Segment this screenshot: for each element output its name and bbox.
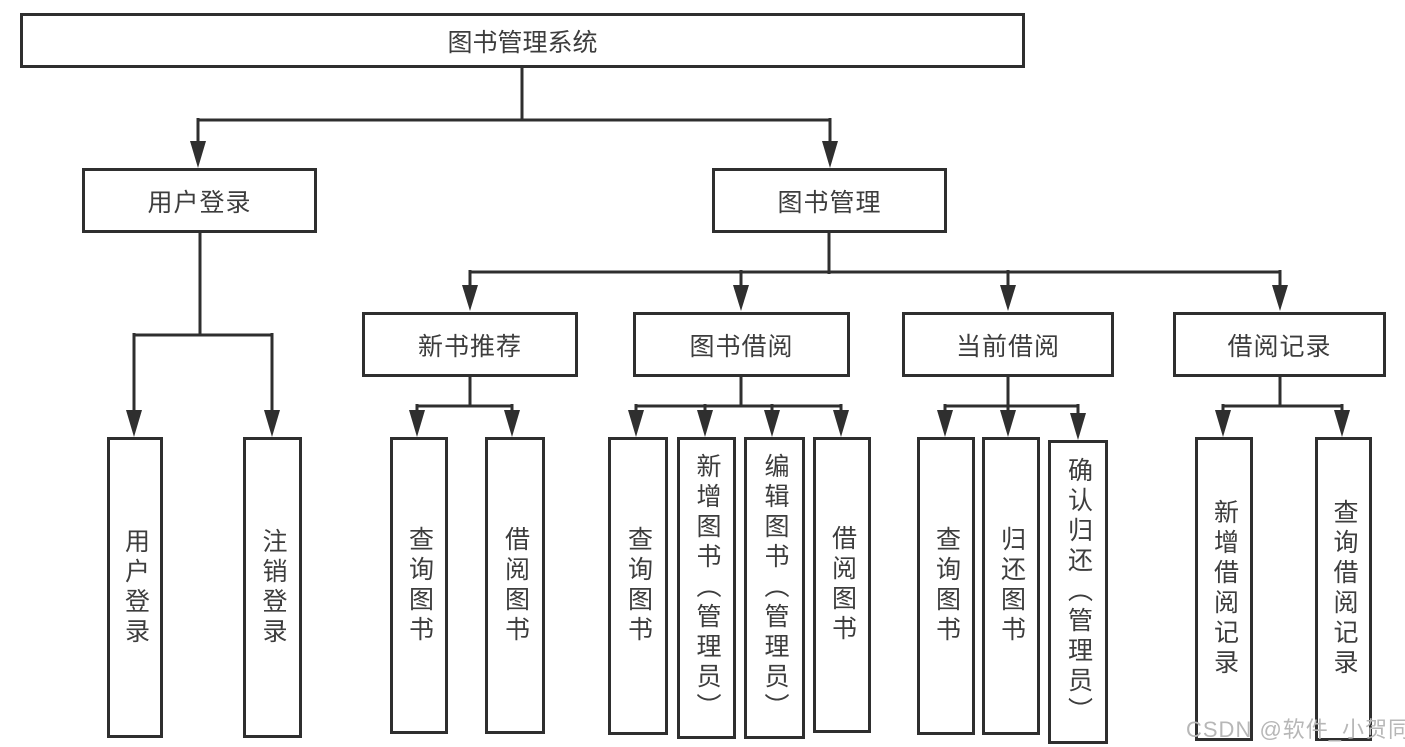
node-current-borrow: 当前借阅: [902, 312, 1114, 377]
leaf-query-book-1: 查询图书: [390, 437, 448, 734]
connector-new-book: [409, 377, 520, 437]
leaf-query-book-3: 查询图书: [917, 437, 975, 735]
connector-current-borrow: [937, 377, 1086, 440]
node-root: 图书管理系统: [20, 13, 1025, 68]
node-book-borrow: 图书借阅: [633, 312, 850, 377]
connector-user-login: [126, 233, 280, 437]
node-new-book-recommend: 新书推荐: [362, 312, 578, 377]
connector-book-mgmt: [462, 233, 1288, 311]
leaf-borrow-book-1: 借阅图书: [485, 437, 545, 734]
connector-root: [190, 68, 838, 168]
leaf-edit-book-admin: 编辑图书（管理员）: [744, 437, 805, 739]
leaf-logout: 注销登录: [243, 437, 302, 738]
csdn-watermark: CSDN @软件_小贺同学: [1186, 717, 1405, 742]
leaf-add-borrow-record: 新增借阅记录: [1195, 437, 1253, 741]
connector-borrow-record: [1215, 377, 1350, 437]
leaf-return-book: 归还图书: [982, 437, 1040, 735]
leaf-query-borrow-record: 查询借阅记录: [1315, 437, 1372, 741]
node-user-login: 用户登录: [82, 168, 317, 233]
leaf-query-book-2: 查询图书: [608, 437, 668, 735]
leaf-add-book-admin: 新增图书（管理员）: [677, 437, 736, 739]
leaf-user-login: 用户登录: [107, 437, 163, 738]
node-book-management: 图书管理: [712, 168, 947, 233]
node-borrow-record: 借阅记录: [1173, 312, 1386, 377]
leaf-confirm-return-admin: 确认归还（管理员）: [1048, 440, 1108, 744]
leaf-borrow-book-2: 借阅图书: [813, 437, 871, 733]
connector-book-borrow: [628, 377, 849, 437]
